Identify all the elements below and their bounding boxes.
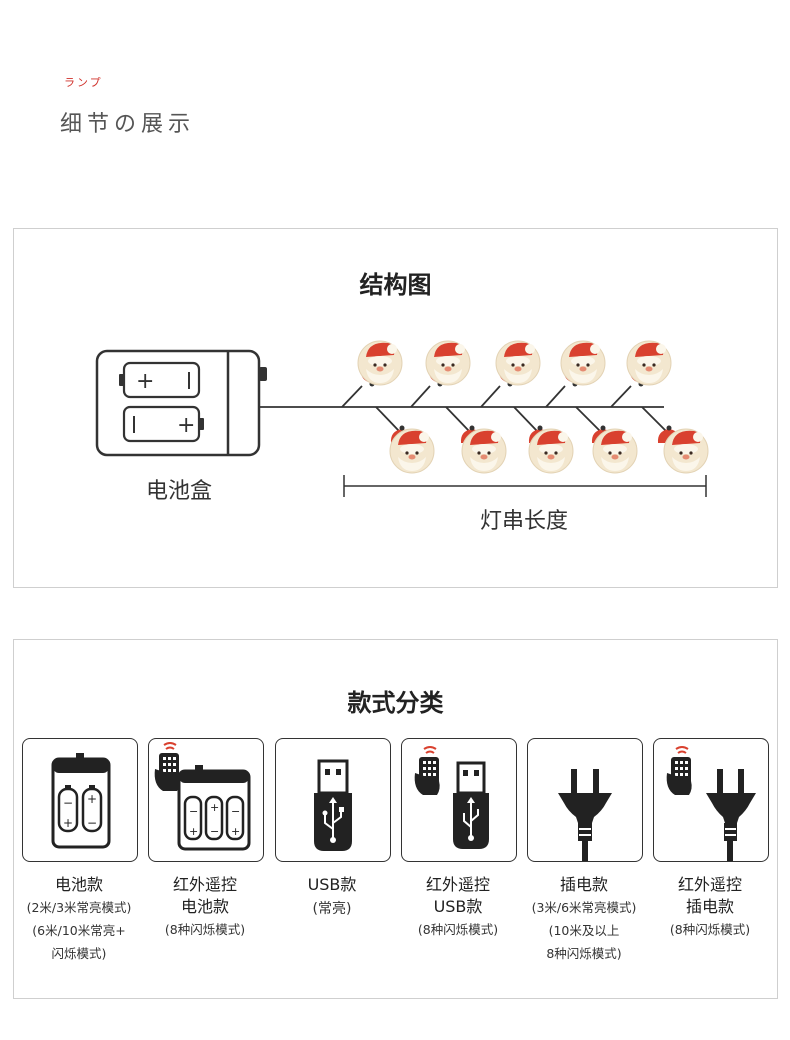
battery-box-label: 电池盒 [145, 479, 212, 504]
bulb-top-1 [357, 340, 403, 387]
style-text-remote-usb: 红外遥控 USB款 (8种闪烁模式) [393, 874, 523, 941]
style-note: (3米/6米常亮模式) [531, 900, 637, 915]
bulb-bottom-5 [657, 425, 709, 474]
style-card-usb [275, 738, 391, 862]
svg-text:+: + [63, 816, 73, 830]
style-card-plug [527, 738, 643, 862]
length-dimension-line [343, 475, 707, 497]
style-card-battery: − + + − [22, 738, 138, 862]
style-name: 红外遥控 [425, 875, 490, 894]
style-note: 8种闪烁模式) [546, 946, 622, 961]
bulb-bottom-1 [389, 425, 435, 474]
remote-battery-icon: − + + − − + [154, 742, 251, 851]
remote-usb-icon [414, 746, 489, 849]
plug-icon [558, 769, 612, 861]
remote-plug-icon [666, 746, 756, 861]
style-name: 插电款 [685, 897, 734, 916]
structure-title: 结构图 [359, 271, 432, 299]
svg-text:+: + [189, 825, 198, 838]
battery-box-icon: + + [95, 349, 267, 457]
style-text-usb: USB款 (常亮) [267, 874, 397, 921]
bulb-top-3 [495, 340, 541, 387]
style-text-remote-battery: 红外遥控 电池款 (8种闪烁模式) [140, 874, 270, 941]
battery-cell-bottom: + [122, 405, 204, 443]
style-name: 红外遥控 [172, 875, 237, 894]
style-text-remote-plug: 红外遥控 插电款 (8种闪烁模式) [645, 874, 775, 941]
svg-text:−: − [231, 805, 240, 818]
svg-text:+: + [231, 825, 240, 838]
svg-text:+: + [87, 792, 97, 806]
string-length-label: 灯串长度 [479, 509, 568, 534]
style-card-remote-battery: − + + − − + [148, 738, 264, 862]
style-name: 电池款 [180, 897, 229, 916]
bulb-bottom-2 [460, 425, 507, 474]
style-note: (8种闪烁模式) [669, 922, 751, 937]
style-name: USB款 [433, 897, 483, 916]
style-note: (8种闪烁模式) [417, 922, 499, 937]
style-note: (常亮) [312, 901, 352, 917]
battery-plus-top: + [136, 369, 154, 394]
bulb-bottom-3 [528, 425, 574, 474]
style-card-remote-plug [653, 738, 769, 862]
style-note: (6米/10米常亮+ [32, 923, 126, 938]
styles-panel: 款式分类 − + + − [13, 639, 778, 999]
style-name: 红外遥控 [677, 875, 742, 894]
style-note: (2米/3米常亮模式) [26, 900, 132, 915]
style-name: 电池款 [54, 875, 103, 894]
style-name: USB款 [307, 875, 357, 894]
svg-text:−: − [210, 825, 219, 838]
structure-panel: 结构图 + + [13, 228, 778, 588]
battery-pack-icon: − + + − [51, 753, 111, 849]
usb-icon [314, 759, 352, 851]
style-note: (8种闪烁模式) [164, 922, 246, 937]
bulb-top-5 [626, 340, 672, 387]
style-text-plug: 插电款 (3米/6米常亮模式) (10米及以上 8种闪烁模式) [519, 874, 649, 965]
bulb-top-2 [425, 340, 471, 387]
styles-title: 款式分类 [347, 689, 444, 717]
style-name: 插电款 [559, 875, 608, 894]
bottom-bulb-wires [375, 406, 667, 432]
style-text-battery: 电池款 (2米/3米常亮模式) (6米/10米常亮+ 闪烁模式) [14, 874, 144, 965]
battery-cell-top: + [119, 361, 201, 399]
section-eyebrow: ランプ [64, 76, 103, 89]
style-card-remote-usb [401, 738, 517, 862]
section-heading: 细节の展示 [60, 112, 196, 137]
svg-text:+: + [210, 801, 219, 814]
svg-text:−: − [87, 816, 97, 830]
battery-plus-bottom: + [177, 413, 195, 438]
bulb-bottom-4 [591, 425, 638, 474]
structure-diagram: + + [95, 340, 709, 497]
style-note: 闪烁模式) [51, 946, 107, 961]
top-bulb-wires [341, 385, 632, 408]
svg-text:−: − [63, 796, 73, 810]
svg-text:−: − [189, 805, 198, 818]
bulb-top-4 [560, 340, 606, 387]
style-note: (10米及以上 [548, 923, 620, 938]
